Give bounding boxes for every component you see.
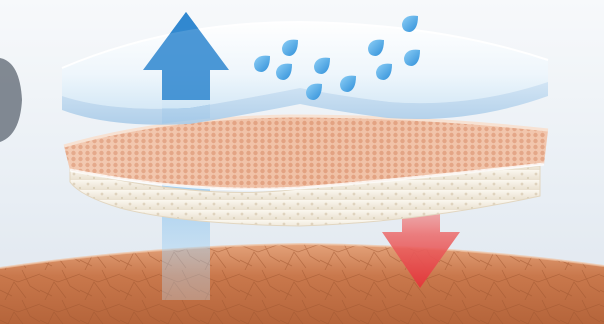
skin-surface xyxy=(0,244,604,324)
